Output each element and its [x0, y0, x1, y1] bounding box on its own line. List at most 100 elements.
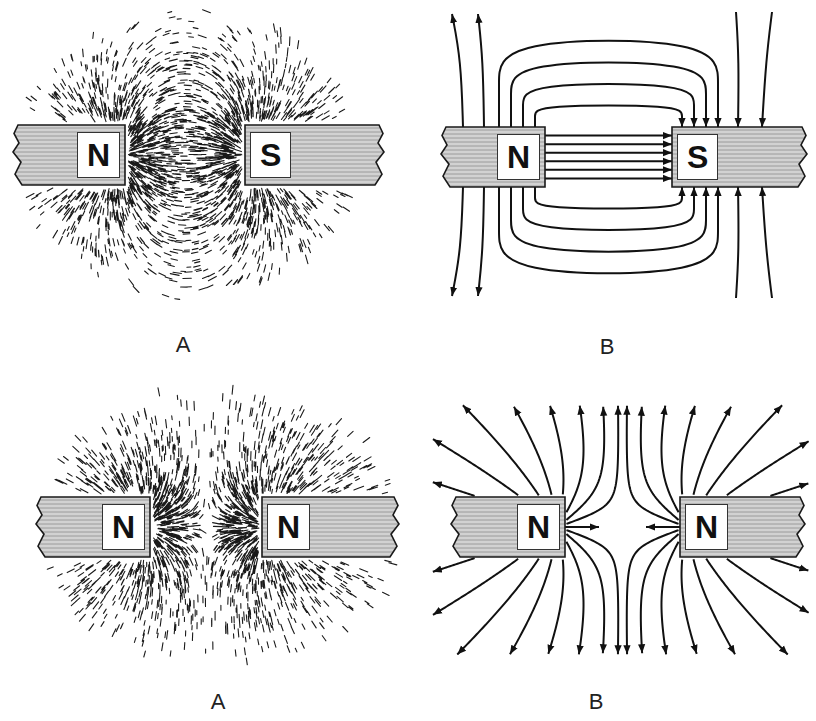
panel-label: A: [176, 334, 191, 356]
pole-letter: S: [677, 134, 718, 180]
field-line-drawing: [682, 560, 697, 654]
magnet-outline: [13, 125, 125, 185]
field-line-drawing: [682, 406, 695, 494]
bar-magnet: S: [672, 127, 808, 187]
magnet-outline: [451, 497, 565, 557]
field-line: [499, 187, 718, 273]
hatch-line: [12, 180, 125, 181]
bar-magnet: S: [245, 125, 385, 185]
pole-letter: N: [267, 504, 310, 550]
pole-letter: N: [685, 504, 728, 550]
field-line-drawing: [646, 526, 680, 528]
field-line-drawing: [693, 559, 735, 654]
field-line-drawing: [727, 441, 809, 495]
pole-letter: N: [77, 132, 120, 178]
field-line-drawing: [433, 482, 475, 496]
magnet-fill: [441, 127, 545, 187]
bar-magnet: N: [262, 497, 400, 557]
field-line-drawing: [627, 406, 679, 524]
hatch-line: [672, 130, 808, 131]
field-line: [523, 84, 694, 127]
field-line-drawing: [550, 406, 563, 494]
field-line: [511, 187, 706, 252]
bar-magnet: N: [12, 125, 125, 185]
hatch-line: [245, 180, 385, 181]
hatch-line: [245, 128, 385, 129]
magnet-fill: [451, 497, 565, 557]
field-line-drawing: [433, 439, 518, 495]
field-line: [545, 160, 672, 162]
magnet-fill: [262, 497, 399, 557]
magnet-outline: [441, 127, 545, 187]
hatch-line: [262, 552, 400, 553]
field-line-drawing: [661, 406, 678, 513]
hatch-line: [680, 500, 806, 501]
field-line-drawing: [727, 559, 809, 613]
bar-magnet: N: [35, 497, 150, 557]
field-line: [545, 152, 672, 154]
field-line-drawing: [736, 12, 738, 127]
magnet-outline: [245, 125, 384, 185]
field-line-drawing: [762, 187, 772, 298]
magnet-hatching: [35, 500, 150, 556]
magnet-hatching: [245, 128, 385, 184]
field-line-drawing: [566, 542, 583, 655]
hatch-line: [12, 128, 125, 129]
hatch-line: [262, 500, 400, 501]
field-line-drawing: [566, 406, 618, 524]
magnet-fill: [245, 125, 384, 185]
field-line: [535, 105, 682, 127]
field-line-drawing: [566, 530, 618, 654]
bar-magnet: N: [680, 497, 806, 557]
pole-letter: N: [497, 134, 540, 180]
panel-label: B: [600, 336, 615, 358]
field-line-drawing: [736, 187, 738, 298]
field-line: [535, 187, 682, 209]
field-line-drawing: [452, 187, 463, 296]
field-line-drawing: [661, 542, 678, 655]
field-line-drawing: [770, 483, 808, 495]
field-line-drawing: [433, 558, 475, 572]
bar-magnet: N: [450, 497, 565, 557]
field-line-drawing: [514, 407, 552, 495]
magnet-fill: [672, 127, 807, 187]
field-line: [545, 177, 672, 179]
magnet-outline: [262, 497, 399, 557]
magnet-hatching: [262, 500, 400, 556]
panel-label: A: [211, 691, 226, 713]
magnet-fill: [680, 497, 805, 557]
magnet-outline: [36, 497, 150, 557]
field-line-drawing: [548, 560, 563, 654]
field-line: [545, 169, 672, 171]
magnet-hatching: [680, 500, 806, 556]
hatch-line: [440, 130, 545, 131]
field-line-drawing: [762, 12, 772, 127]
field-line: [499, 41, 718, 127]
magnet-hatching: [672, 130, 808, 186]
hatch-line: [35, 552, 150, 553]
hatch-line: [440, 182, 545, 183]
magnet-hatching: [12, 128, 125, 184]
field-line-drawing: [566, 406, 583, 513]
field-line: [545, 143, 672, 145]
hatch-line: [672, 182, 808, 183]
field-line-drawing: [452, 14, 463, 127]
field-line-drawing: [478, 14, 484, 127]
magnet-hatching: [440, 130, 545, 186]
pole-letter: N: [517, 504, 560, 550]
field-line: [511, 62, 706, 127]
bar-magnet: N: [440, 127, 545, 187]
field-line-drawing: [433, 559, 518, 615]
magnet-outline: [672, 127, 807, 187]
magnet-outline: [680, 497, 805, 557]
pole-letter: S: [250, 132, 291, 178]
hatch-line: [35, 500, 150, 501]
hatch-line: [450, 500, 565, 501]
pole-letter: N: [102, 504, 145, 550]
field-line-drawing: [510, 559, 552, 654]
panel-label: B: [589, 691, 604, 713]
field-line: [523, 187, 694, 230]
